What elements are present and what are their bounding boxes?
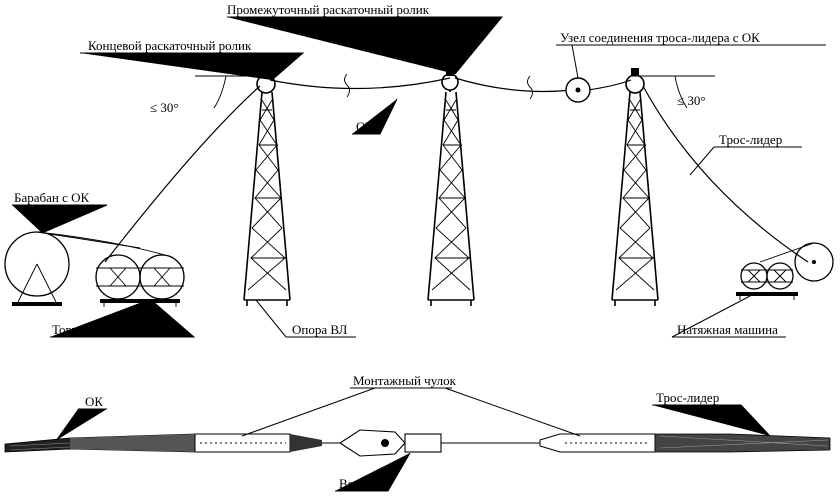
label-stocking: Монтажный чулок <box>353 373 457 388</box>
label-ok-bottom: ОК <box>85 394 103 409</box>
label-drum: Барабан с ОК <box>14 190 90 205</box>
label-leader-joint: Узел соединения троса-лидера с ОК <box>560 30 760 45</box>
roller-right <box>625 68 645 94</box>
label-leader-bottom: Трос-лидер <box>656 390 719 405</box>
label-end-roller: Концевой раскаточный ролик <box>88 38 252 53</box>
tension-machine <box>736 242 834 300</box>
label-tower: Опора ВЛ <box>292 322 348 337</box>
ok-feed-line <box>104 85 261 263</box>
leader-line <box>642 85 809 263</box>
label-angle-left: ≤ 30° <box>150 100 179 115</box>
cable-span <box>269 73 632 100</box>
tower-middle <box>427 72 475 306</box>
tower-right <box>611 72 659 306</box>
brake-machine <box>36 231 185 307</box>
tower-left <box>243 72 291 306</box>
label-tension-machine: Натяжная машина <box>677 322 778 337</box>
leader-joint-node <box>565 77 591 103</box>
pulling-assembly <box>4 429 831 457</box>
label-intermediate-roller: Промежуточный раскаточный ролик <box>227 2 430 17</box>
label-angle-right: ≤ 30° <box>677 93 706 108</box>
label-leader-top: Трос-лидер <box>719 132 782 147</box>
